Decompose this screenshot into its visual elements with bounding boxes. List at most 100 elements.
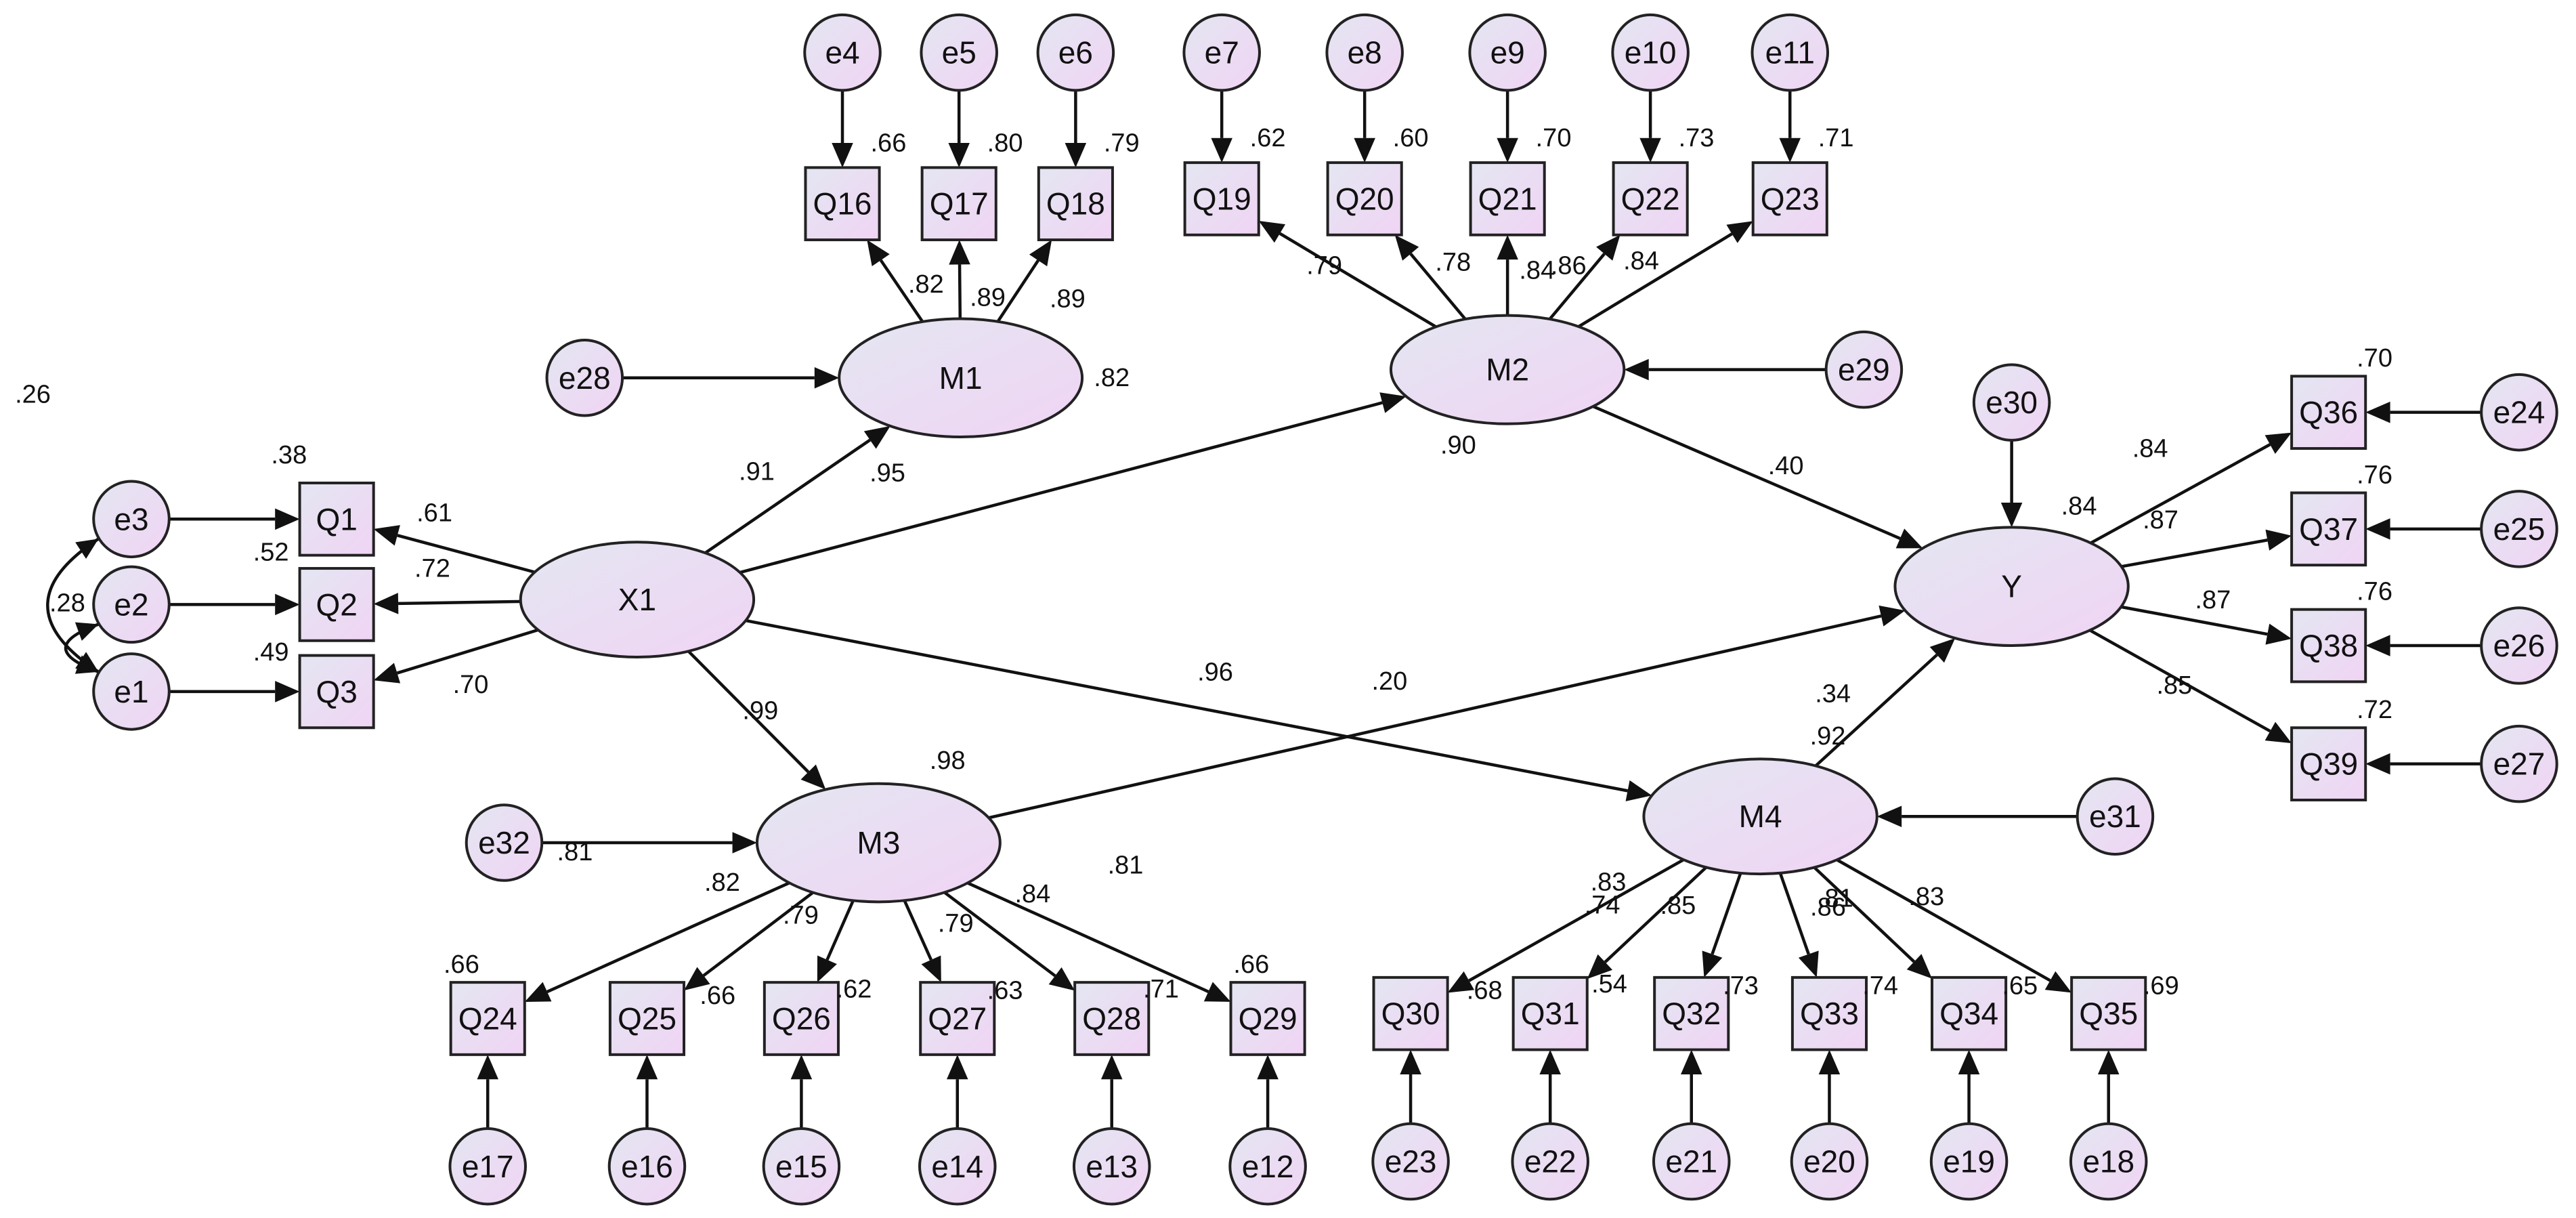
error-e30: e30 (1972, 363, 2051, 442)
path-e10-q22 (1639, 90, 1661, 163)
r2-q36: .70 (2357, 344, 2392, 373)
error-e5: e5 (920, 13, 998, 92)
error-label: e32 (478, 825, 530, 860)
r2-q23: .71 (1818, 124, 1854, 152)
r2-q16: .66 (871, 129, 907, 157)
r2-q21: .70 (1536, 124, 1572, 152)
observed-q34: Q34 (1931, 975, 2008, 1051)
observed-label: Q30 (1381, 996, 1440, 1031)
r2-q25: .66 (700, 982, 735, 1010)
coef-x1-m2: .95 (870, 459, 905, 488)
coef-m2-q20: .78 (1435, 249, 1471, 277)
path-x1-q2 (373, 593, 521, 614)
path-x1-m2 (739, 392, 1407, 574)
observed-label: Q16 (813, 186, 872, 222)
error-label: e9 (1490, 35, 1525, 70)
path-m3-q26 (817, 900, 855, 983)
latent-label: M3 (857, 825, 900, 860)
coef-m3-q28: .84 (1014, 880, 1050, 908)
r2-q33: .74 (1862, 971, 1898, 1000)
error-label: e10 (1625, 35, 1677, 70)
observed-q28: Q28 (1073, 981, 1151, 1056)
observed-q16: Q16 (804, 166, 881, 242)
r2-q28: .71 (1143, 975, 1179, 1003)
error-e28: e28 (545, 338, 624, 417)
path-m3-q27 (903, 900, 941, 983)
error-e31: e31 (2076, 777, 2155, 856)
path-m2-q21 (1497, 234, 1518, 316)
coef-x1-m4: .96 (1197, 658, 1233, 686)
error-label: e2 (114, 587, 148, 622)
coef-m3-q24: .81 (557, 838, 593, 866)
error-e7: e7 (1182, 13, 1261, 92)
error-label: e26 (2493, 628, 2546, 663)
path-e12-q29 (1257, 1054, 1279, 1129)
coef-m4-y: .34 (1815, 680, 1851, 709)
observed-label: Q24 (458, 1001, 517, 1036)
path-e25-q37 (2365, 518, 2482, 540)
path-m3-q28 (943, 891, 1075, 991)
path-m4-q35 (1836, 858, 2072, 993)
error-e10: e10 (1611, 13, 1690, 92)
coef-m4-q34: .81 (1818, 885, 1853, 913)
error-label: e8 (1348, 35, 1382, 70)
observed-label: Q19 (1193, 181, 1251, 216)
observed-q19: Q19 (1183, 161, 1260, 236)
error-e1: e1 (92, 652, 171, 731)
covariance-e1-e2 (64, 622, 100, 674)
error-label: e4 (825, 35, 859, 70)
path-e28-m1 (622, 366, 840, 389)
latent-label: Y (2001, 569, 2022, 604)
error-label: e13 (1086, 1149, 1138, 1184)
path-m4-q32 (1702, 873, 1742, 978)
error-label: e20 (1803, 1143, 1855, 1179)
path-e31-m4 (1876, 805, 2078, 827)
error-label: e21 (1665, 1143, 1717, 1179)
observed-label: Q27 (928, 1001, 987, 1036)
observed-q33: Q33 (1790, 975, 1868, 1051)
path-m1-q18 (996, 240, 1052, 322)
observed-label: Q2 (316, 587, 357, 622)
observed-label: Q34 (1939, 996, 1998, 1031)
error-label: e31 (2089, 799, 2141, 834)
error-e4: e4 (803, 13, 882, 92)
error-label: e22 (1524, 1143, 1576, 1179)
observed-q38: Q38 (2290, 608, 2367, 684)
observed-q31: Q31 (1511, 975, 1589, 1051)
coef-x1-q1: .61 (416, 499, 452, 527)
coef-y-q38: .87 (2195, 586, 2231, 614)
path-e16-q25 (636, 1054, 658, 1129)
error-e16: e16 (607, 1127, 687, 1206)
error-e25: e25 (2480, 490, 2558, 568)
error-e22: e22 (1511, 1122, 1589, 1201)
path-m2-q20 (1394, 234, 1467, 320)
path-e30-y (2000, 440, 2023, 528)
observed-q25: Q25 (608, 981, 686, 1056)
coef-m3-q25: .82 (704, 868, 740, 897)
r2-q38: .76 (2357, 577, 2392, 606)
path-m4-q34 (1813, 866, 1933, 979)
error-e18: e18 (2069, 1122, 2148, 1201)
path-e9-q21 (1497, 90, 1518, 163)
observed-q24: Q24 (449, 981, 526, 1056)
path-e1-q3 (169, 681, 300, 702)
r2-q27: .63 (987, 977, 1023, 1005)
coef-m4-q33: .86 (1810, 894, 1846, 922)
error-label: e25 (2493, 511, 2546, 547)
error-label: e3 (114, 501, 148, 537)
error-e9: e9 (1468, 13, 1547, 92)
error-e29: e29 (1824, 330, 1904, 409)
r2-q34: .65 (2002, 971, 2038, 1000)
path-e26-q38 (2365, 635, 2482, 656)
error-label: e18 (2082, 1143, 2134, 1179)
path-e2-q2 (169, 593, 300, 616)
error-e23: e23 (1371, 1122, 1450, 1201)
r2-y: .84 (2061, 492, 2097, 520)
r2-m3: .98 (930, 747, 966, 775)
path-e21-q32 (1680, 1049, 1702, 1124)
path-e18-q35 (2097, 1049, 2120, 1124)
coef-m3-y: .20 (1371, 667, 1407, 696)
error-label: e19 (1943, 1143, 1995, 1179)
observed-q2: Q2 (298, 567, 375, 642)
